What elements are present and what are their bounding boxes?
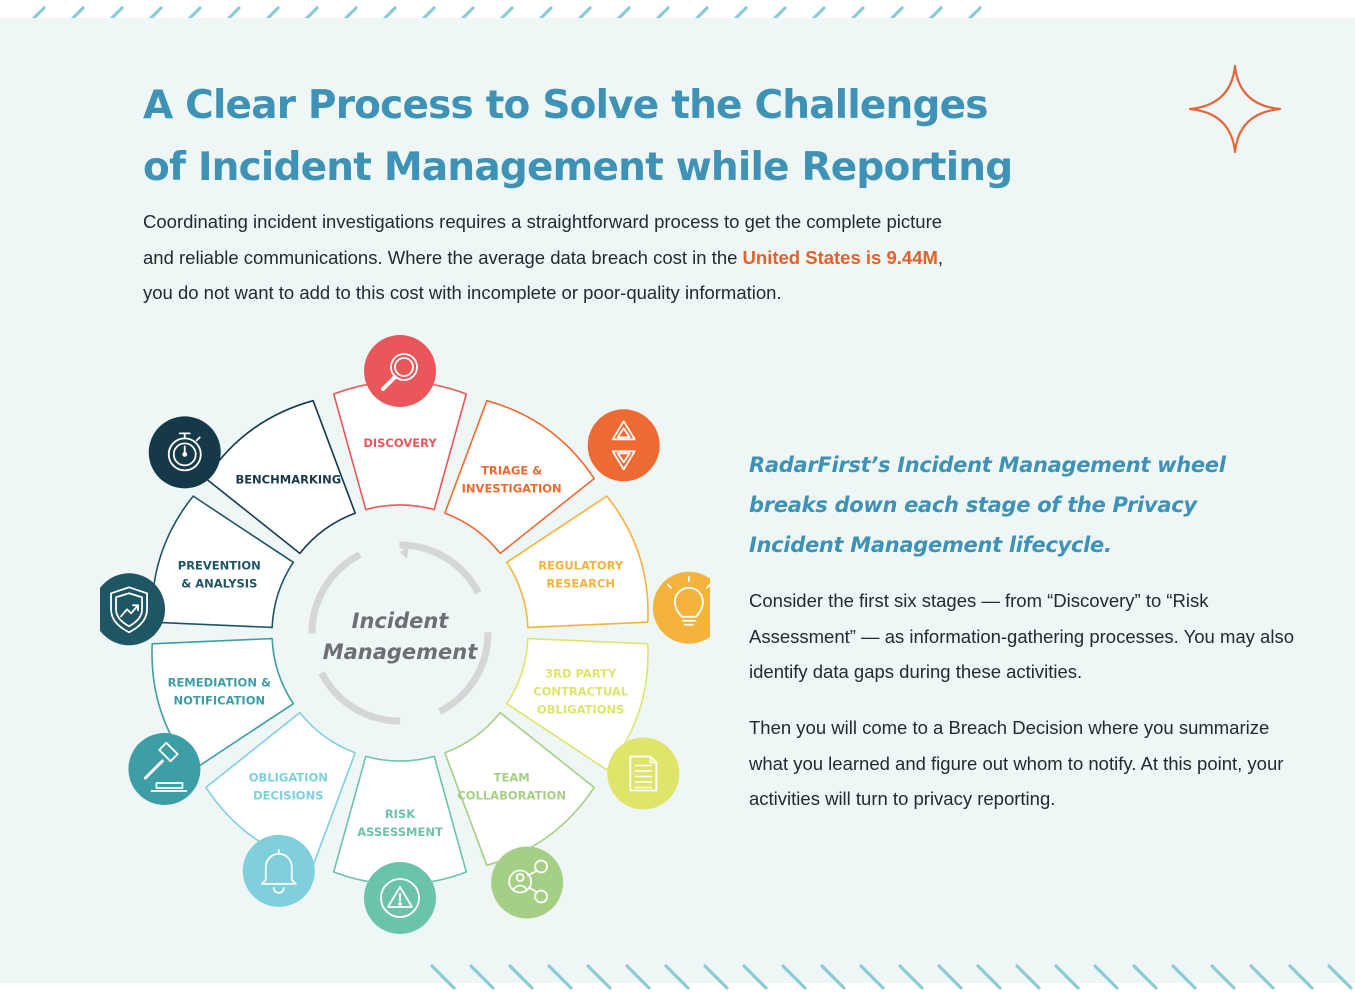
wheel-segment: RISK ASSESSMENT [332, 755, 468, 934]
stage-label-line: PREVENTION [178, 558, 261, 572]
wheel-segment: BENCHMARKING [148, 399, 356, 555]
stripe [820, 964, 846, 990]
magnifier-icon [381, 353, 418, 391]
stage-label: RISK ASSESSMENT [357, 807, 443, 839]
stage-label-line: 3RD PARTY [545, 667, 617, 681]
stripe [898, 964, 924, 990]
stage-icon-badge [587, 409, 660, 482]
stage-label-line: CONTRACTUAL [533, 685, 629, 699]
stripe [742, 964, 768, 990]
team-network-icon [508, 859, 549, 904]
stripe [1327, 964, 1353, 990]
stage-label: PREVENTION & ANALYSIS [178, 558, 261, 590]
stage-label-line: TEAM [494, 771, 530, 785]
intro-text-end: , you do not want to add to this cost wi… [143, 246, 944, 304]
wheel-segment: DISCOVERY [332, 335, 468, 511]
segment-shape [332, 380, 468, 511]
segment-shape [444, 399, 595, 555]
page-title-line-1: A Clear Process to Solve the Challenges [143, 83, 989, 128]
stage-label-line: DISCOVERY [363, 436, 437, 450]
segment-shape [332, 755, 468, 886]
stripe [1210, 964, 1236, 990]
stage-icon-badge [607, 737, 680, 810]
stripe [976, 964, 1002, 990]
stage-label-line: REGULATORY [538, 558, 624, 572]
body-paragraph-2: Then you will come to a Breach Decision … [749, 717, 1284, 809]
stage-label: 3RD PARTY CONTRACTUAL OBLIGATIONS [533, 667, 629, 717]
triage-arrows-icon [611, 420, 636, 471]
stage-label-line: BENCHMARKING [235, 472, 341, 486]
stage-label-line: RESEARCH [546, 576, 615, 590]
intro-paragraph: Coordinating incident investigations req… [143, 204, 973, 311]
stripe [1249, 964, 1275, 990]
stripe [469, 964, 495, 990]
warning-icon [380, 878, 420, 918]
lightbulb-icon [666, 575, 710, 626]
bell-icon [260, 848, 297, 894]
stage-label: DISCOVERY [363, 436, 437, 450]
segment-shape [505, 495, 649, 629]
stage-label: BENCHMARKING [235, 472, 341, 486]
intro-text: Coordinating incident investigations req… [143, 211, 943, 268]
stage-label-line: OBLIGATION [249, 771, 328, 785]
stripe [664, 964, 690, 990]
stage-label-line: ASSESSMENT [357, 825, 443, 839]
gavel-icon [143, 741, 188, 792]
sparkle-icon [1188, 64, 1282, 154]
stripe [1015, 964, 1041, 990]
stopwatch-icon [167, 432, 202, 472]
stripe [625, 964, 651, 990]
stage-icon-badge [242, 834, 315, 907]
stripe [586, 964, 612, 990]
stage-label: OBLIGATION DECISIONS [249, 771, 328, 803]
stage-label-line: REMEDIATION & [168, 676, 271, 690]
wheel-hub: Incident Management [308, 541, 492, 725]
stripe [430, 964, 456, 990]
stage-icon-badge [364, 335, 436, 407]
wheel-segment: REGULATORY RESEARCH [505, 495, 710, 644]
stage-label-line: OBLIGATIONS [537, 703, 624, 717]
stripe [937, 964, 963, 990]
wheel-center-label-line-2: Management [323, 640, 479, 664]
stripe [1054, 964, 1080, 990]
stage-label: TRIAGE & INVESTIGATION [462, 463, 562, 495]
wheel-segment: TEAM COLLABORATION [444, 711, 595, 919]
wheel-segment: 3RD PARTY CONTRACTUAL OBLIGATIONS [505, 637, 680, 810]
stripe [1132, 964, 1158, 990]
bottom-stripes-decoration [430, 964, 1353, 990]
stripe [1093, 964, 1119, 990]
wheel-center-label-line-1: Incident [352, 609, 450, 633]
stage-label: TEAM COLLABORATION [457, 771, 566, 803]
content-panel [0, 18, 1355, 983]
stage-label-line: NOTIFICATION [173, 694, 265, 708]
segment-shape [205, 399, 356, 555]
page-title-line-2: of Incident Management while Reporting [143, 145, 1013, 190]
stripe [1288, 964, 1314, 990]
stage-label-line: TRIAGE & [481, 463, 542, 477]
shield-chart-icon [110, 586, 148, 634]
wheel-tagline: RadarFirst’s Incident Management wheel b… [749, 453, 1226, 557]
wheel-segment: REMEDIATION & NOTIFICATION [128, 637, 295, 805]
stripe [547, 964, 573, 990]
stage-label: REGULATORY RESEARCH [538, 558, 624, 590]
stripe [781, 964, 807, 990]
body-paragraph-1: Consider the first six stages — from “Di… [749, 590, 1294, 682]
intro-highlight: United States is 9.44M [742, 246, 938, 268]
wheel-segment: PREVENTION & ANALYSIS [100, 495, 295, 646]
stage-label-line: RISK [385, 807, 416, 821]
wheel-segment: OBLIGATION DECISIONS [205, 711, 356, 907]
wheel-segment: TRIAGE & INVESTIGATION [444, 399, 660, 555]
stage-label: REMEDIATION & NOTIFICATION [168, 676, 271, 708]
document-icon [629, 755, 658, 792]
stripe [859, 964, 885, 990]
stage-label-line: DECISIONS [253, 789, 323, 803]
stripe [508, 964, 534, 990]
stripe [1171, 964, 1197, 990]
stripe [703, 964, 729, 990]
stage-icon-badge [491, 846, 564, 919]
stage-label-line: COLLABORATION [457, 789, 566, 803]
stage-label-line: INVESTIGATION [462, 481, 562, 495]
stage-label-line: & ANALYSIS [181, 576, 257, 590]
incident-management-wheel: Incident Management DISCOVERY TRIAGE & INV… [100, 335, 710, 934]
